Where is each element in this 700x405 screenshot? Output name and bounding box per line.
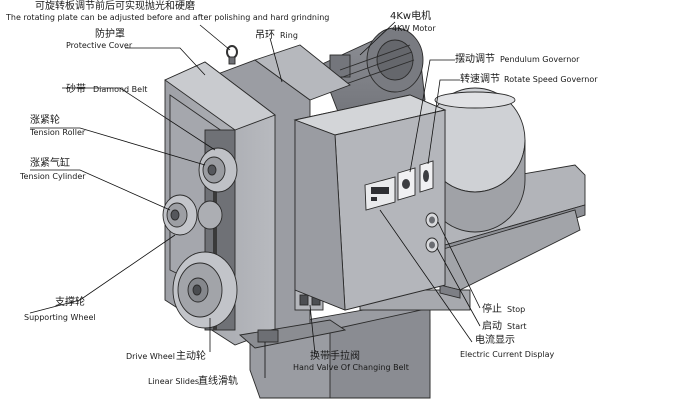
tension-cylinder <box>162 194 223 236</box>
drive-wheel <box>172 251 238 329</box>
electric-cabinet <box>293 94 447 311</box>
label-motor-en: 4KW Motor <box>392 24 436 33</box>
label-drive-wheel-zh: 主动轮 <box>176 349 206 362</box>
leader-rotate-speed <box>427 79 460 165</box>
linear-slides <box>238 319 347 349</box>
label-pendulum-zh: 摆动调节 <box>455 52 495 65</box>
label-tension-roller-zh: 涨紧轮 <box>30 113 60 126</box>
leader-diamond-belt <box>62 87 216 151</box>
label-supporting-wheel-en: Supporting Wheel <box>24 313 96 322</box>
leader-motor <box>359 21 396 56</box>
start-button <box>425 237 439 253</box>
label-linear-slides-en: Linear Slides <box>148 377 199 386</box>
motor <box>319 27 426 131</box>
label-motor-zh: 4Kw电机 <box>390 9 431 22</box>
leader-current <box>379 209 473 343</box>
label-tension-cylinder-zh: 涨紧气缸 <box>30 156 70 169</box>
label-stop-zh: 停止 <box>482 302 502 315</box>
label-stop-en: Stop <box>507 305 525 314</box>
leader-rotating-plate <box>199 24 231 51</box>
leader-pendulum <box>409 59 455 173</box>
stop-button <box>425 212 439 228</box>
label-current-zh: 电流显示 <box>475 333 515 346</box>
leader-ring <box>269 37 283 83</box>
label-pendulum-en: Pendulum Governor <box>500 55 580 64</box>
leader-hand-valve <box>309 304 316 355</box>
label-tension-cylinder-en: Tension Cylinder <box>19 172 86 181</box>
leader-protective-cover <box>125 47 206 76</box>
leader-lines <box>29 21 481 378</box>
leader-tension-cylinder <box>30 169 171 211</box>
rotating-disk <box>424 87 526 233</box>
leader-stop <box>437 221 481 309</box>
leader-tension-roller <box>30 127 206 166</box>
pendulum-governor <box>397 167 416 201</box>
label-drive-wheel-en: Drive Wheel <box>126 352 175 361</box>
leader-start <box>436 247 481 327</box>
label-start-zh: 启动 <box>482 319 502 332</box>
label-current-en: Electric Current Display <box>460 350 555 359</box>
label-rotate-speed-en: Rotate Speed Governor <box>504 75 598 84</box>
machine-illustration <box>162 27 586 399</box>
leader-supporting-wheel <box>29 234 176 314</box>
label-linear-slides-zh: 直线滑轨 <box>198 374 238 387</box>
label-rotating-plate-en: The rotating plate can be adjusted befor… <box>5 13 329 22</box>
label-hand-valve-en: Hand Valve Of Changing Belt <box>293 363 409 372</box>
label-rotate-speed-zh: 转速调节 <box>460 72 500 85</box>
rotate-speed-governor <box>419 160 434 193</box>
label-ring-zh: 吊环 <box>255 29 275 41</box>
label-supporting-wheel-zh: 支撑轮 <box>55 295 85 308</box>
tension-roller <box>198 147 238 193</box>
label-diamond-belt-en: Diamond Belt <box>93 85 147 94</box>
label-rotating-plate-zh: 可旋转板调节前后可实现抛光和硬磨 <box>35 0 195 12</box>
label-ring-en: Ring <box>280 31 298 40</box>
label-protective-cover-en: Protective Cover <box>66 41 133 50</box>
current-display <box>364 176 396 211</box>
labels: 可旋转板调节前后可实现抛光和硬磨 The rotating plate can … <box>5 0 598 387</box>
label-diamond-belt-zh: 砂带 <box>66 82 86 95</box>
label-tension-roller-en: Tension Roller <box>29 128 86 137</box>
label-start-en: Start <box>507 322 527 331</box>
label-hand-valve-zh: 换带手拉阀 <box>310 349 360 362</box>
label-protective-cover-zh: 防护罩 <box>95 27 125 40</box>
